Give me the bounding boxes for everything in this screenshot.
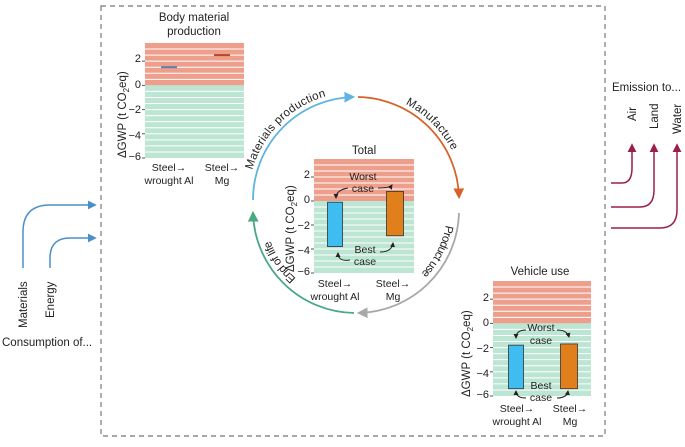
vehicle-chart-title: Vehicle use [511,266,570,278]
vehicle-cat2-line2: Mg [563,416,578,428]
body-tick-2: 2 [135,53,141,65]
vehicle-use-chart: Vehicle use ΔGWP (t CO2eq) 2 0 −2 −4 −6 … [461,266,591,428]
total-tick-m4: −4 [297,245,310,257]
total-chart-title: Total [352,145,376,157]
total-worst-left-arrow [333,187,349,199]
total-worst-line2: case [352,183,374,195]
total-worst-line1: Worst [349,171,376,183]
materials-production-arc [252,91,356,201]
body-tick-m2: −2 [128,104,141,116]
vehicle-worst-left-arrow [513,329,527,339]
emission-arrows: Emission to... Air Land Water [611,82,684,229]
materials-label: Materials [18,281,30,328]
end-of-life-arc [247,210,355,314]
vehicle-best-line2: case [530,392,552,404]
system-boundary [100,5,606,437]
body-tick-m6: −6 [128,151,141,163]
emission-label: Emission to... [612,82,681,94]
total-cat1-line1: Steel→ [318,278,352,290]
consumption-arrows: Materials Energy Consumption of... [2,200,97,349]
body-chart-title-line1: Body material [159,12,229,24]
vehicle-cat2-line1: Steel→ [553,403,587,415]
product-use-arc [356,212,460,319]
body-cat2-line2: Mg [215,175,230,187]
body-chart-title-line2: production [167,26,221,38]
vehicle-worst-line2: case [530,335,552,347]
total-worst-right-arrow [377,184,393,190]
total-range-bar-2 [386,190,404,237]
vehicle-tick-m2: −2 [476,343,489,355]
body-cat1-line1: Steel→ [152,162,186,174]
energy-label: Energy [45,281,57,318]
total-chart-plot [311,159,414,274]
vehicle-chart-plot [490,281,591,397]
body-cat1-line2: wrought Al [143,175,193,187]
vehicle-best-right-arrow [556,390,570,399]
vehicle-cat1-line2: wrought Al [491,416,541,428]
vehicle-tick-2: 2 [483,292,489,304]
body-material-chart: Body material production ΔGWP (t CO2eq) … [117,12,244,187]
vehicle-tick-m4: −4 [476,368,489,380]
body-tick-0: 0 [135,79,141,91]
total-chart-ylabel: ΔGWP (t CO2eq) [285,185,299,272]
manufacture-label: Manufacture [404,96,460,152]
air-arrow [611,143,637,184]
body-chart-ylabel: ΔGWP (t CO2eq) [117,71,131,158]
materials-production-label: Materials production [244,88,327,171]
materials-arrow [22,200,97,268]
vehicle-worst-right-arrow [556,329,571,338]
water-label: Water [672,104,684,134]
vehicle-best-left-arrow [513,390,527,399]
total-cat1-line2: wrought Al [309,291,359,303]
vehicle-range-bar-1 [508,344,524,390]
body-cat2-line1: Steel→ [205,162,239,174]
vehicle-tick-0: 0 [483,317,489,329]
total-best-left-arrow [335,252,351,261]
vehicle-tick-m6: −6 [476,389,489,401]
manufacture-arc [357,96,465,200]
vehicle-range-bar-2 [560,343,578,390]
vehicle-worst-line1: Worst [527,322,554,334]
total-best-line1: Best [354,244,375,256]
body-chart-plot [142,43,244,159]
body-tick-m4: −4 [128,130,141,142]
total-tick-m6: −6 [297,266,310,278]
consumption-label: Consumption of... [2,337,92,349]
total-cat2-line1: Steel→ [376,278,410,290]
vehicle-chart-ylabel: ΔGWP (t CO2eq) [461,310,475,397]
total-best-right-arrow [379,242,396,253]
total-cat2-line2: Mg [386,291,401,303]
total-chart: Total ΔGWP (t CO2eq) 2 0 −2 −4 −6 Worst … [285,145,414,303]
total-range-bar-1 [327,201,343,247]
body-positive-band [145,43,244,86]
air-label: Air [627,107,639,121]
total-tick-m2: −2 [297,220,310,232]
land-arrow [611,143,659,208]
total-tick-0: 0 [304,194,310,206]
land-label: Land [649,103,661,129]
energy-arrow [49,233,97,268]
vehicle-cat1-line1: Steel→ [500,403,534,415]
vehicle-best-line1: Best [530,380,551,392]
total-tick-2: 2 [304,169,310,181]
total-best-line2: case [354,256,376,268]
water-arrow [611,143,682,229]
vehicle-positive-band [493,281,591,324]
